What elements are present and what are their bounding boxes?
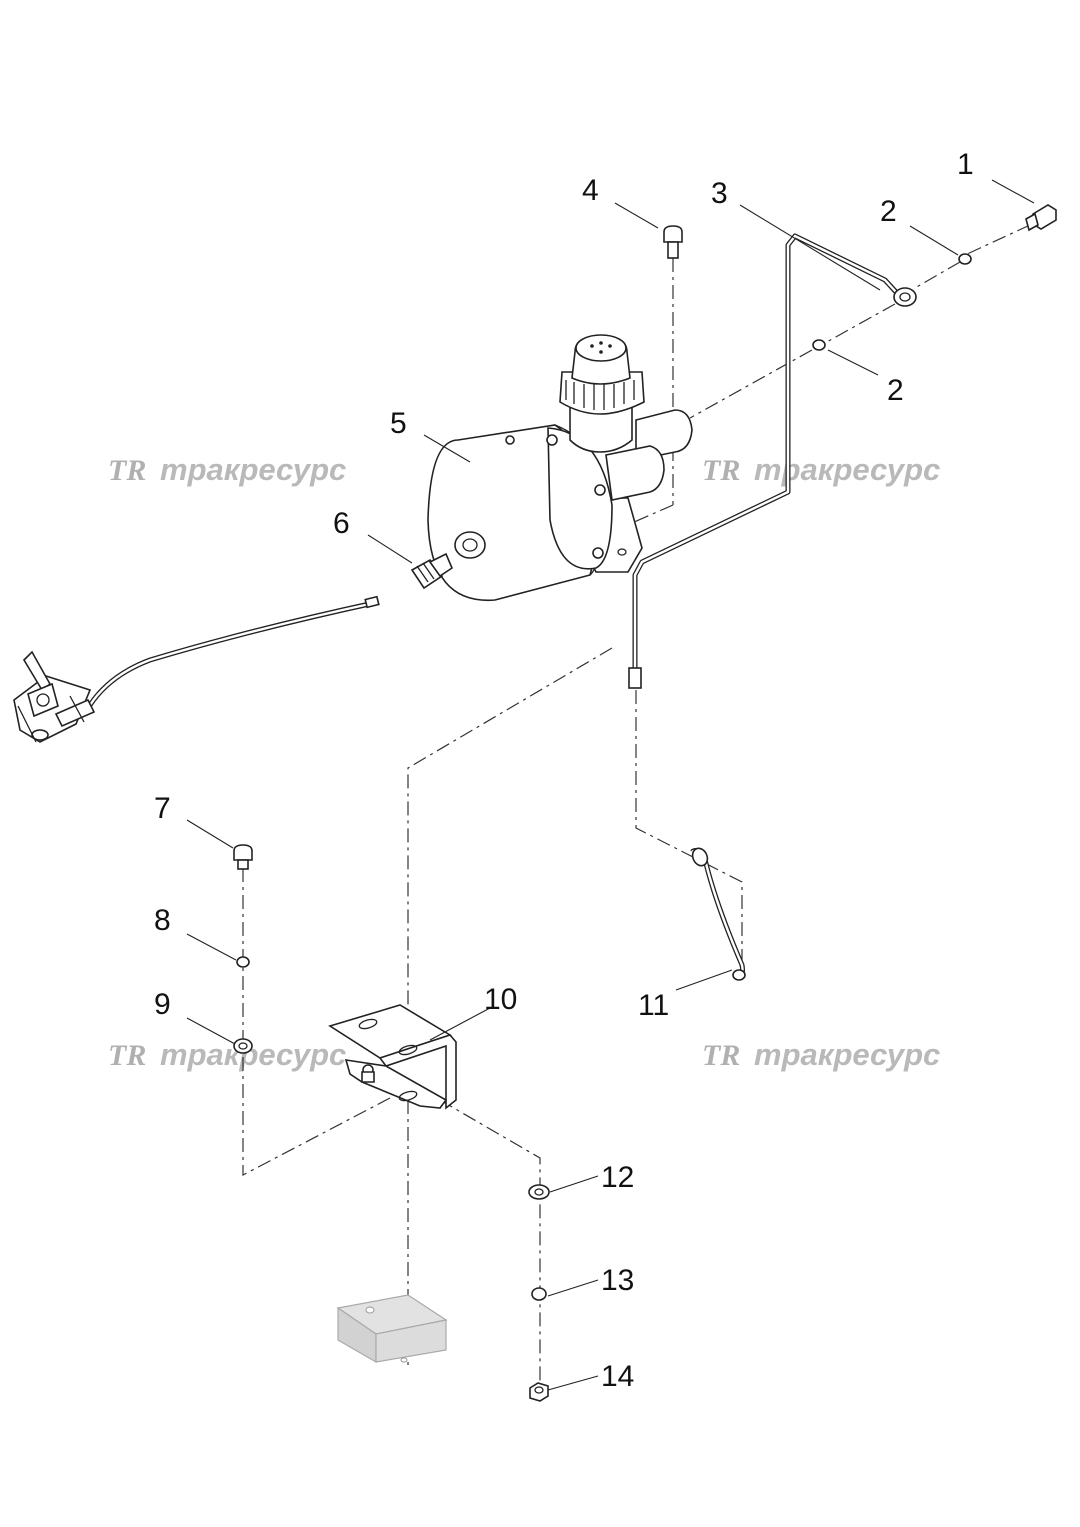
callout-11: 11: [638, 989, 669, 1022]
washer-part-13: [531, 1287, 547, 1301]
watermark-logo: TR: [108, 1039, 146, 1072]
hose-fitting-part-6: [410, 552, 453, 590]
callout-7: 7: [154, 792, 171, 825]
callout-4: 4: [582, 174, 599, 207]
floor-block: [336, 1294, 448, 1364]
washer-part-2-upper: [958, 253, 972, 265]
master-cylinder-part-5: [427, 334, 693, 602]
washer-part-2-lower: [812, 339, 826, 351]
watermark-bottom-left: TR тракресурс: [108, 1037, 346, 1072]
watermark-text: тракресурс: [160, 452, 346, 487]
hydraulic-hose: [87, 595, 380, 707]
callout-1: 1: [957, 148, 974, 181]
pipe-banjo-eye: [893, 287, 917, 307]
watermark-logo: TR: [108, 454, 146, 487]
washer-part-8: [236, 956, 250, 968]
callout-13: 13: [601, 1264, 634, 1297]
callout-9: 9: [154, 988, 171, 1021]
callout-8: 8: [154, 904, 171, 937]
callout-3: 3: [711, 177, 728, 210]
pipe-nut: [628, 667, 642, 689]
brake-pipe-part-3: [628, 233, 917, 689]
clutch-pedal-assembly: [13, 650, 96, 743]
nut-part-14: [529, 1382, 549, 1402]
callout-2-upper: 2: [880, 195, 897, 228]
washer-part-9: [233, 1038, 253, 1054]
bolt-part-7: [233, 844, 253, 870]
watermark-logo: TR: [702, 1039, 740, 1072]
callout-6: 6: [333, 507, 350, 540]
bolt-part-4: [663, 225, 683, 259]
washer-part-12: [528, 1184, 550, 1200]
watermark-text: тракресурс: [160, 1037, 346, 1072]
callout-labels: 1 2 3 4 2 5 6 7 8 9 10 11 12 13 14: [154, 148, 974, 1393]
callout-10: 10: [484, 983, 517, 1016]
watermark-bottom-right: TR тракресурс: [702, 1037, 940, 1072]
callout-14: 14: [601, 1360, 634, 1393]
callout-12: 12: [601, 1161, 634, 1194]
callout-5: 5: [390, 407, 407, 440]
spring-clip-part-11: [690, 847, 746, 981]
callout-2-lower: 2: [887, 374, 904, 407]
watermark-top-left: TR тракресурс: [108, 452, 346, 487]
watermark-logo: TR: [702, 454, 740, 487]
watermark-text: тракресурс: [754, 452, 940, 487]
watermark-text: тракресурс: [754, 1037, 940, 1072]
bracket-part-10: [328, 1004, 457, 1110]
watermark-top-right: TR тракресурс: [702, 452, 940, 487]
leader-lines: [186, 179, 1035, 1391]
banjo-bolt-part-1: [1025, 204, 1057, 232]
